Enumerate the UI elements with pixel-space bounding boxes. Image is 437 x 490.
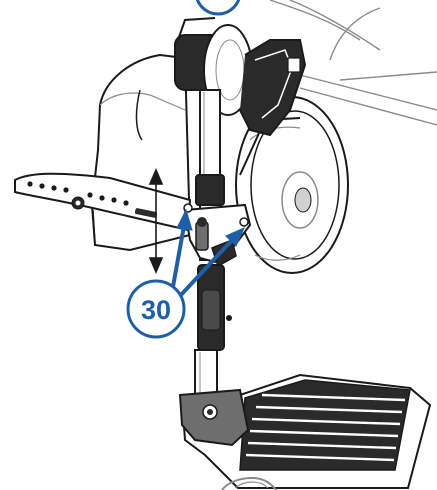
clamp-assembly (183, 203, 252, 268)
callout-badge: 30 (126, 279, 186, 339)
top-callout-circle (195, 0, 241, 16)
wheelchair-frame (269, 0, 437, 126)
up-down-arrow-icon (148, 167, 164, 275)
bottom-callout-circle (221, 476, 277, 490)
caster-wheel (235, 96, 349, 274)
callout-arrows (170, 208, 245, 298)
arrow-icon (178, 236, 236, 298)
lower-tube (194, 264, 232, 406)
arrow-icon (170, 225, 186, 293)
footplate (178, 373, 432, 489)
callout-number: 30 (141, 295, 171, 325)
